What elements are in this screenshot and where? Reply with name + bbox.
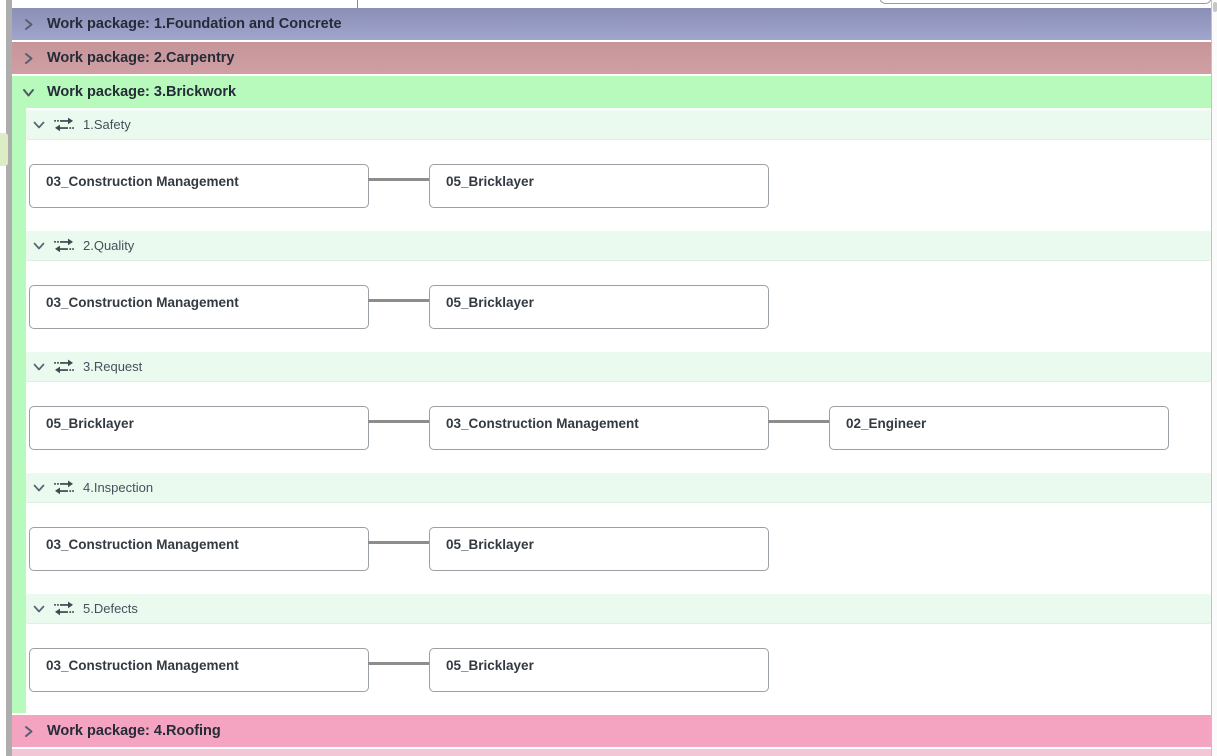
process-node[interactable]: 05_Bricklayer xyxy=(429,285,769,329)
roofing-body-strip xyxy=(12,749,1211,756)
process-node[interactable]: 03_Construction Management xyxy=(29,285,369,329)
top-strip xyxy=(12,0,1212,8)
cropped-input-box[interactable] xyxy=(879,0,1212,4)
process-node-label: 03_Construction Management xyxy=(46,174,239,189)
chevron-down-icon xyxy=(33,242,45,249)
left-gutter xyxy=(6,0,12,756)
process-node[interactable]: 03_Construction Management xyxy=(29,527,369,571)
chevron-down-icon xyxy=(23,88,34,96)
chevron-right-icon xyxy=(25,18,33,30)
vertical-scrollbar[interactable] xyxy=(1211,0,1217,756)
process-node-label: 05_Bricklayer xyxy=(446,658,534,673)
process-node[interactable]: 03_Construction Management xyxy=(29,164,369,208)
sequence-flow-icon xyxy=(54,601,74,616)
column-divider xyxy=(357,0,358,8)
chevron-down-icon xyxy=(33,484,45,491)
connector-line xyxy=(368,662,430,665)
process-node[interactable]: 05_Bricklayer xyxy=(429,527,769,571)
work-package-header-foundation[interactable]: Work package: 1.Foundation and Concrete xyxy=(12,8,1211,40)
chevron-down-icon xyxy=(33,363,45,370)
process-node[interactable]: 05_Bricklayer xyxy=(429,164,769,208)
connector-line xyxy=(368,299,430,302)
process-node-label: 05_Bricklayer xyxy=(46,416,134,431)
connector-line xyxy=(368,178,430,181)
subprocess-label: 1.Safety xyxy=(83,117,131,132)
chevron-right-icon xyxy=(25,52,33,64)
subprocess-header-safety[interactable]: 1.Safety xyxy=(26,110,1211,140)
subprocess-header-inspection[interactable]: 4.Inspection xyxy=(26,473,1211,503)
process-node[interactable]: 05_Bricklayer xyxy=(29,406,369,450)
process-node[interactable]: 02_Engineer xyxy=(829,406,1169,450)
work-package-header-roofing[interactable]: Work package: 4.Roofing xyxy=(12,715,1211,747)
sequence-flow-icon xyxy=(54,480,74,495)
work-package-label: Work package: 4.Roofing xyxy=(47,723,221,739)
sequence-flow-icon xyxy=(54,359,74,374)
process-node[interactable]: 05_Bricklayer xyxy=(429,648,769,692)
process-node-label: 03_Construction Management xyxy=(46,295,239,310)
connector-line xyxy=(368,420,430,423)
subprocess-label: 4.Inspection xyxy=(83,480,154,495)
brickwork-section-color-bar xyxy=(12,108,26,713)
process-node-label: 02_Engineer xyxy=(846,416,927,431)
process-node[interactable]: 03_Construction Management xyxy=(429,406,769,450)
sequence-flow-icon xyxy=(54,117,74,132)
chevron-down-icon xyxy=(33,121,45,128)
work-package-label: Work package: 1.Foundation and Concrete xyxy=(47,16,342,32)
connector-line xyxy=(368,541,430,544)
chevron-down-icon xyxy=(33,605,45,612)
subprocess-label: 5.Defects xyxy=(83,601,138,616)
work-package-header-brickwork[interactable]: Work package: 3.Brickwork xyxy=(12,76,1211,108)
process-node-label: 05_Bricklayer xyxy=(446,295,534,310)
connector-line xyxy=(768,420,830,423)
sequence-flow-icon xyxy=(54,238,74,253)
work-package-label: Work package: 2.Carpentry xyxy=(47,50,235,66)
process-node-label: 03_Construction Management xyxy=(46,537,239,552)
subprocess-header-defects[interactable]: 5.Defects xyxy=(26,594,1211,624)
chevron-right-icon xyxy=(25,725,33,737)
subprocess-label: 3.Request xyxy=(83,359,143,374)
process-node[interactable]: 03_Construction Management xyxy=(29,648,369,692)
work-package-header-carpentry[interactable]: Work package: 2.Carpentry xyxy=(12,42,1211,74)
subprocess-label: 2.Quality xyxy=(83,238,135,253)
process-node-label: 05_Bricklayer xyxy=(446,537,534,552)
scrollbar-thumb[interactable] xyxy=(1213,2,1217,12)
side-tab-handle[interactable] xyxy=(0,133,8,166)
process-node-label: 03_Construction Management xyxy=(446,416,639,431)
subprocess-header-quality[interactable]: 2.Quality xyxy=(26,231,1211,261)
work-package-label: Work package: 3.Brickwork xyxy=(47,84,237,100)
process-node-label: 05_Bricklayer xyxy=(446,174,534,189)
subprocess-header-request[interactable]: 3.Request xyxy=(26,352,1211,382)
process-node-label: 03_Construction Management xyxy=(46,658,239,673)
